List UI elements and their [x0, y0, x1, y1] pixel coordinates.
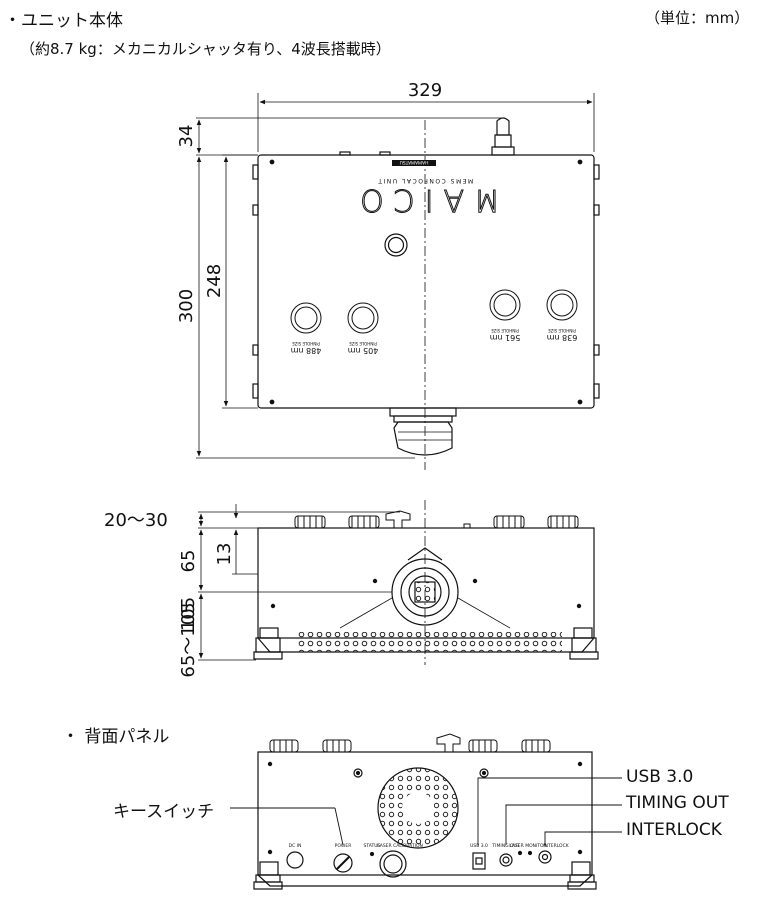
dim-knob-offset: 13 — [214, 543, 235, 566]
brand-sub-text: MEMS CONFOCAL UNIT — [377, 177, 473, 184]
dim-top-range: 20～30 — [104, 510, 168, 531]
dim-feet-range: 65～105 — [178, 602, 199, 677]
top-view — [196, 93, 600, 470]
weight-note: （約8.7 kg：メカニカルシャッタ有り、4波長搭載時） — [20, 40, 391, 58]
pinhole-knob-488 — [290, 302, 322, 334]
knob-text-638: PINHOLE SIZE — [548, 328, 576, 333]
label-laser-monitor: LASER MONITOR — [509, 843, 546, 849]
callout-timing-out: TIMING OUT — [626, 793, 729, 813]
brand-plate: HAMAMATSU MEMS CONFOCAL UNIT MAICO — [350, 159, 501, 218]
label-power: POWER — [335, 843, 352, 849]
label-laser-calibration: LASER CALIBRATION — [377, 843, 423, 849]
callout-interlock: INTERLOCK — [626, 820, 722, 840]
label-timing-small: TIMING OUT — [491, 843, 519, 849]
pinhole-knob-405 — [347, 302, 379, 334]
label-interlock-small: INTERLOCK — [543, 843, 569, 849]
knob-text-488: PINHOLE SIZE — [292, 341, 320, 346]
dim-width: 329 — [408, 80, 442, 101]
fan-grill — [377, 767, 459, 849]
dim-lower: 105 — [178, 597, 199, 631]
dim-upper: 65 — [178, 550, 199, 573]
rear-panel-labels: DC IN POWER STATUS LASER CALIBRATION USB… — [289, 843, 570, 849]
channel-labels: 488 nm 405 nm 561 nm 638 nm PINHOLE SIZE… — [290, 328, 577, 355]
channel-label-638: 638 nm — [546, 333, 577, 342]
channel-label-488: 488 nm — [290, 346, 321, 355]
section-title-unit: ・ユニット本体 — [4, 11, 123, 31]
channel-label-405: 405 nm — [347, 346, 378, 355]
unit-note: （単位：mm） — [645, 9, 750, 27]
dim-top-protrusion: 34 — [176, 125, 197, 148]
side-view — [198, 500, 599, 665]
brand-maker-text: HAMAMATSU — [400, 159, 429, 165]
callout-usb: USB 3.0 — [626, 767, 694, 787]
pinhole-knob-638 — [546, 289, 578, 321]
knob-text-561: PINHOLE SIZE — [491, 328, 519, 333]
rear-panel-view — [230, 733, 622, 890]
section-title-rear-panel: ・ 背面パネル — [62, 727, 170, 747]
dim-total-depth: 300 — [176, 289, 197, 323]
brand-name-text: MAICO — [350, 182, 500, 217]
dim-body-depth: 248 — [204, 264, 225, 298]
label-status: STATUS — [364, 843, 381, 849]
label-usb-small: USB 3.0 — [470, 843, 488, 849]
knob-text-405: PINHOLE SIZE — [349, 341, 377, 346]
channel-label-561: 561 nm — [489, 333, 520, 342]
pinhole-knob-561 — [489, 289, 521, 321]
callout-key-switch: キースイッチ — [113, 802, 215, 822]
label-dc-in: DC IN — [289, 843, 302, 849]
